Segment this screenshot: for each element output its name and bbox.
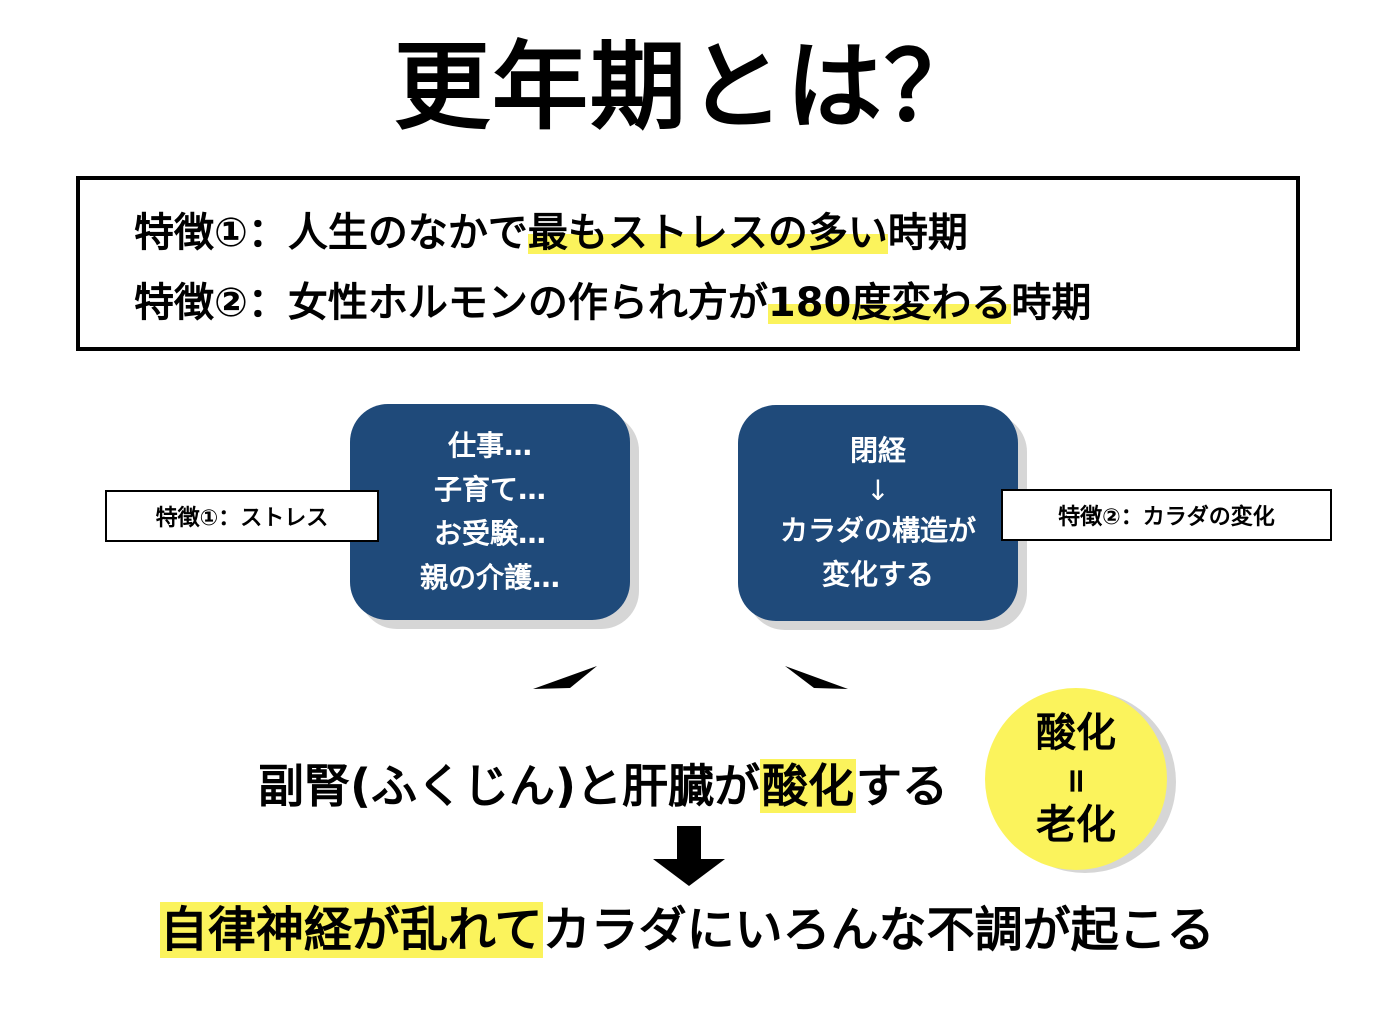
- badge-top: 酸化: [1036, 710, 1116, 756]
- feature-1-highlight: 最もストレスの多い: [527, 210, 888, 256]
- stress-examples-box: 仕事… 子育て… お受験… 親の介護…: [350, 404, 630, 620]
- menopause-text: 閉経: [849, 434, 906, 467]
- feature-2-highlight: 180度変わる: [767, 280, 1012, 326]
- oxidation-highlight: 酸化: [760, 759, 857, 813]
- feature-2-suffix: 時期: [1011, 280, 1092, 326]
- oxidation-suffix: する: [856, 759, 949, 813]
- oxidation-prefix: 副腎(ふくじん)と肝臓が: [258, 759, 761, 813]
- stress-item: 親の介護…: [419, 561, 560, 594]
- down-arrow-small-icon: ↓: [866, 474, 890, 507]
- down-arrow-icon: [653, 826, 725, 886]
- feature-2-prefix: 特徴②：女性ホルモンの作られ方が: [134, 280, 768, 326]
- conclusion-highlight: 自律神経が乱れて: [160, 902, 543, 958]
- feature-1: 特徴①：人生のなかで最もストレスの多い時期: [134, 208, 968, 258]
- conclusion-statement: 自律神経が乱れてカラダにいろんな不調が起こる: [160, 898, 1215, 962]
- feature-1-prefix: 特徴①：人生のなかで: [134, 210, 528, 256]
- changes-text: 変化する: [821, 558, 934, 591]
- oxidation-statement: 副腎(ふくじん)と肝臓が酸化する: [258, 752, 948, 820]
- converging-arrows-icon: [533, 666, 848, 689]
- conclusion-suffix: カラダにいろんな不調が起こる: [542, 902, 1215, 958]
- stress-item: お受験…: [433, 517, 546, 550]
- feature-1-label: 特徴①：ストレス: [105, 490, 379, 542]
- stress-item: 仕事…: [447, 429, 532, 462]
- stress-item: 子育て…: [433, 473, 546, 506]
- feature-2: 特徴②：女性ホルモンの作られ方が180度変わる時期: [134, 278, 1091, 328]
- features-box: 特徴①：人生のなかで最もストレスの多い時期 特徴②：女性ホルモンの作られ方が18…: [76, 176, 1300, 351]
- feature-2-label: 特徴②：カラダの変化: [1001, 489, 1332, 541]
- equals-icon: =: [1056, 766, 1096, 796]
- body-structure-text: カラダの構造が: [779, 514, 976, 547]
- feature-1-suffix: 時期: [887, 210, 968, 256]
- body-change-box: 閉経 ↓ カラダの構造が 変化する: [738, 405, 1018, 621]
- oxidation-aging-badge: 酸化 = 老化: [985, 688, 1167, 870]
- page-title: 更年期とは？: [394, 31, 982, 143]
- badge-bottom: 老化: [1036, 802, 1116, 848]
